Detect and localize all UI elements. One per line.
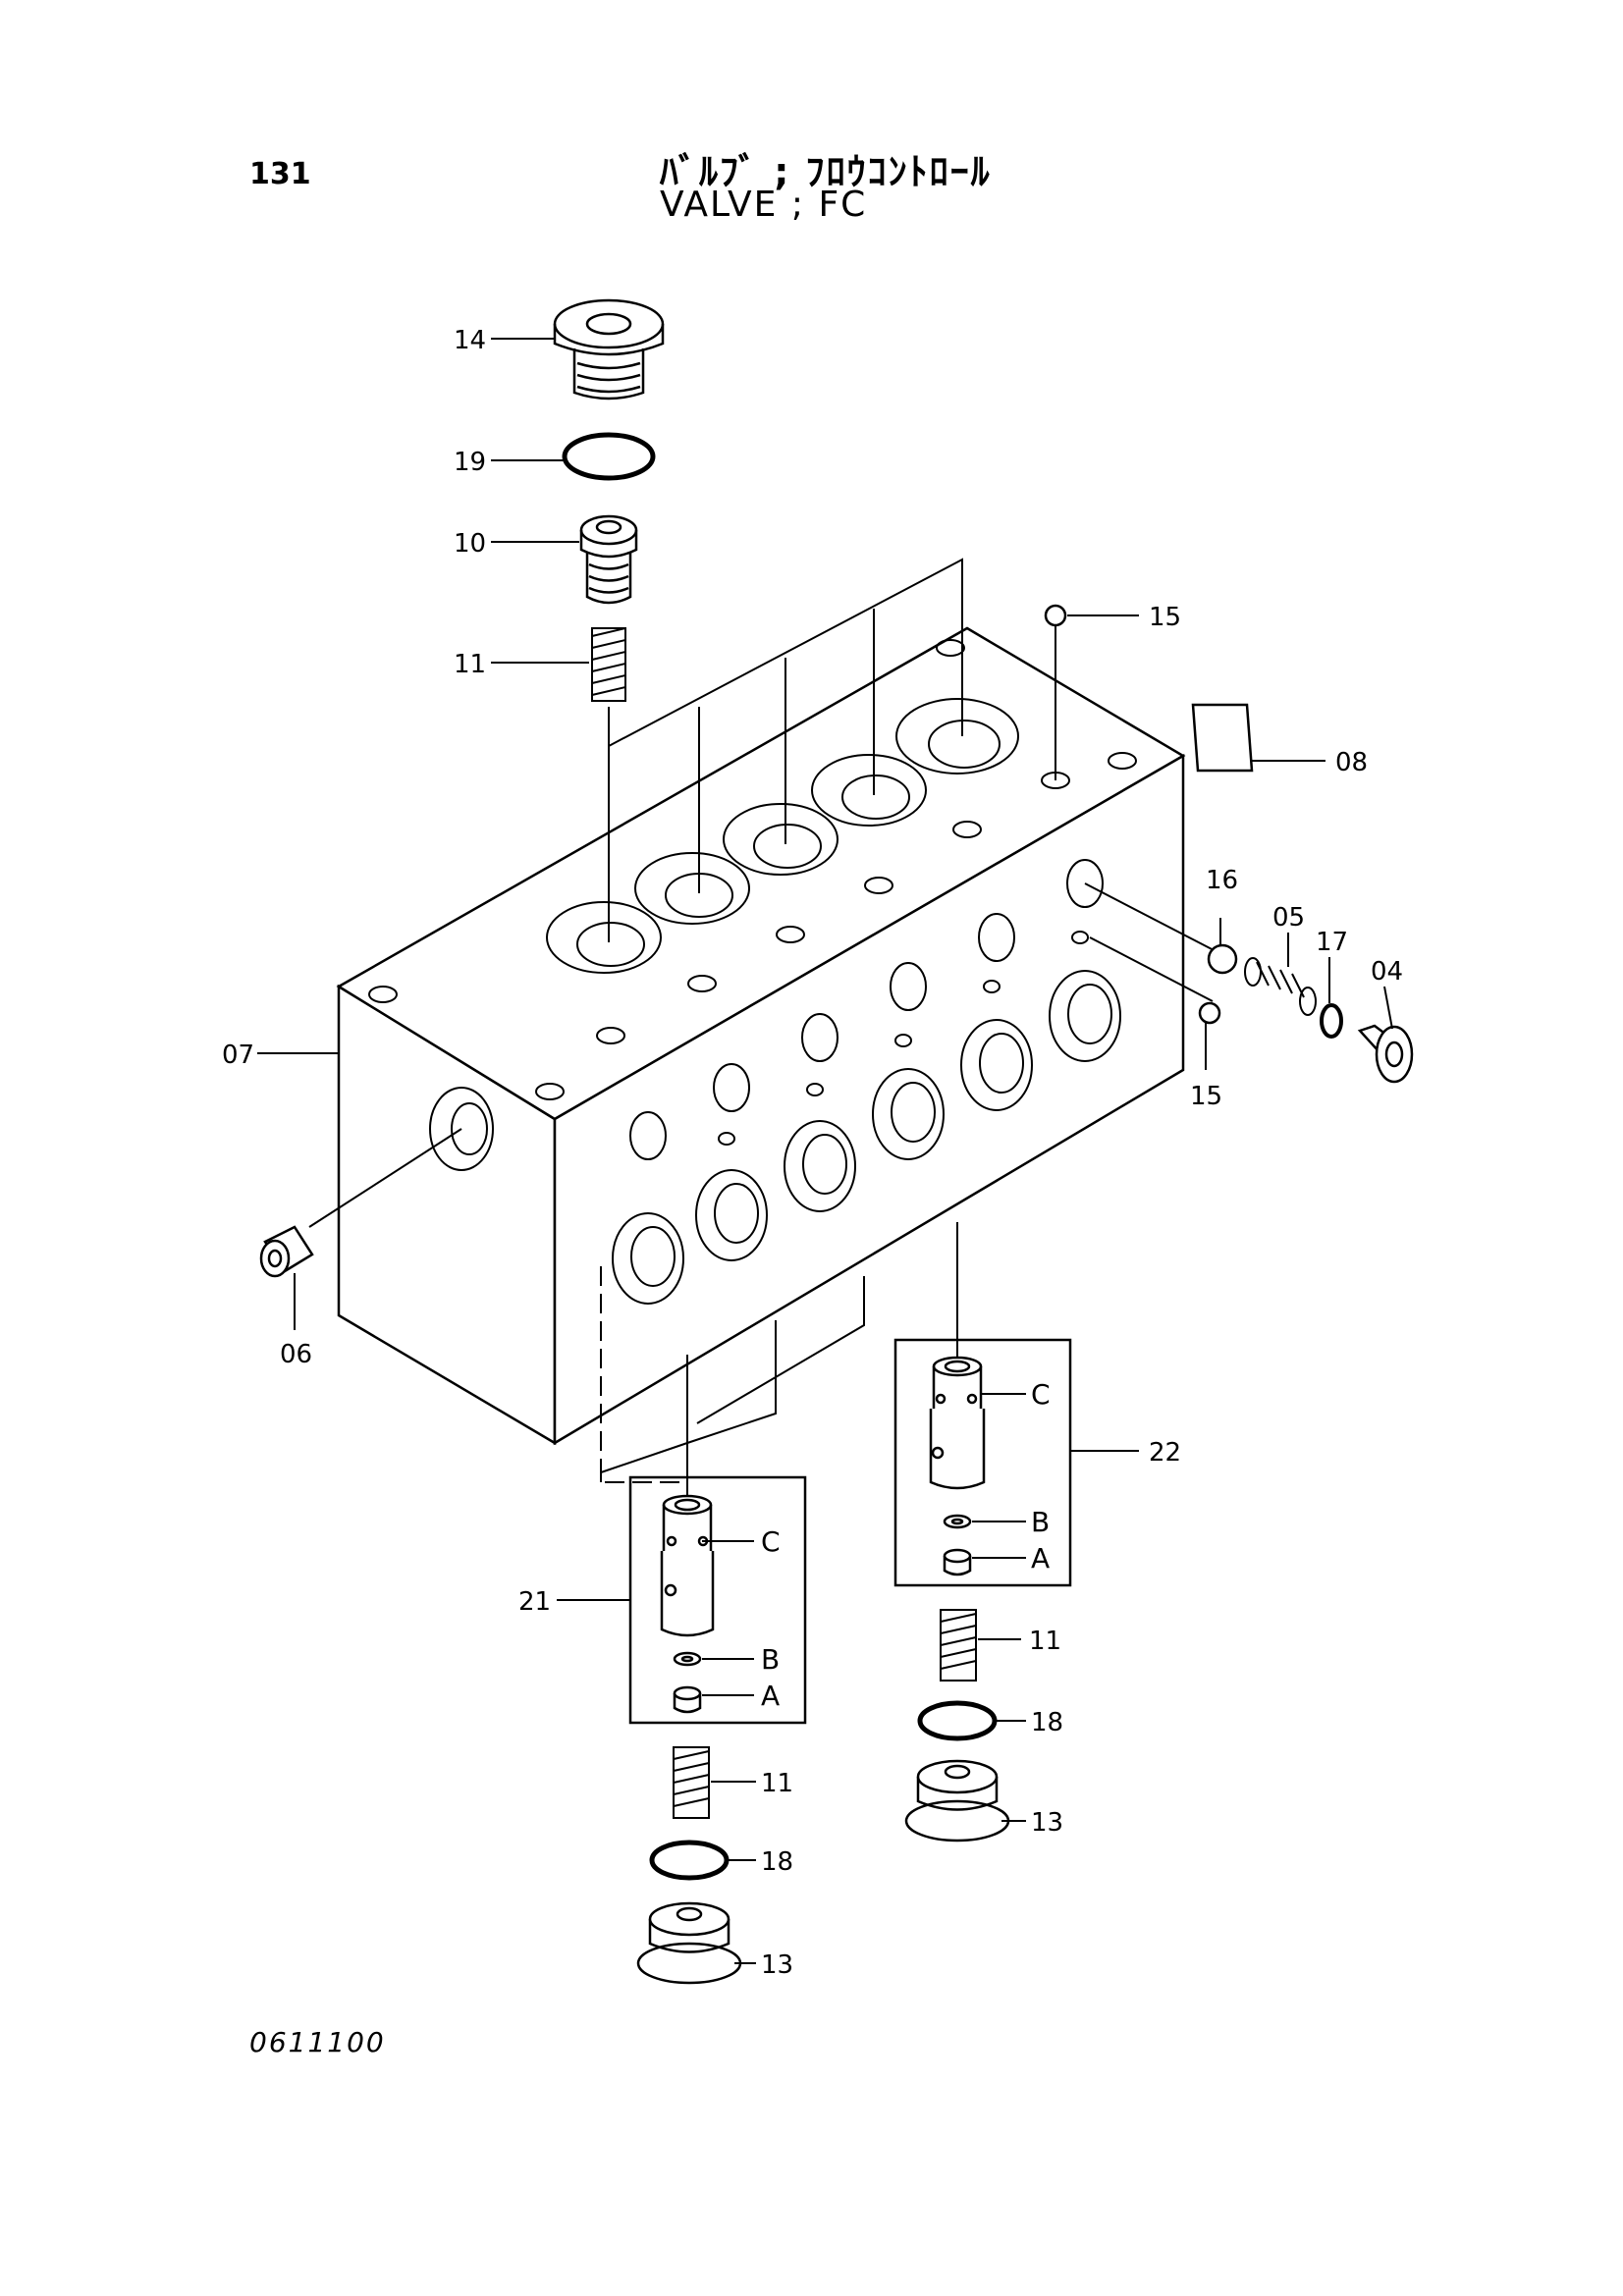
o-ring-19 — [562, 432, 656, 481]
callout-06: 06 — [280, 1340, 312, 1369]
check-ball-15-right — [1198, 1001, 1221, 1025]
title-japanese: ﾊﾞﾙﾌﾞ ; ﾌﾛｳｺﾝﾄﾛｰﾙ — [660, 150, 992, 193]
page-number: 131 — [249, 157, 311, 191]
check-ball-15-top — [1044, 604, 1067, 627]
plug-14 — [553, 298, 665, 400]
plug-04 — [1357, 1024, 1414, 1084]
spring-05 — [1244, 957, 1317, 1016]
o-ring-18-right — [917, 1700, 998, 1741]
callout-18-left: 18 — [761, 1847, 793, 1877]
callout-18-right: 18 — [1031, 1708, 1063, 1737]
callout-08: 08 — [1335, 748, 1368, 777]
callout-11-left: 11 — [761, 1769, 793, 1798]
plug-06 — [259, 1225, 314, 1278]
spring-11-left — [673, 1746, 710, 1819]
subpart-a-left: A — [761, 1680, 780, 1712]
callout-10: 10 — [454, 529, 486, 559]
spring-11-top — [591, 627, 626, 702]
callout-labels: 14 19 10 11 15 08 16 05 17 04 15 07 06 2… — [222, 326, 1403, 1980]
check-ball-16 — [1207, 943, 1238, 975]
callout-21: 21 — [518, 1587, 551, 1617]
callout-17: 17 — [1316, 928, 1348, 957]
assembly-leader-lines — [308, 558, 1218, 1502]
plug-13-right — [904, 1759, 1010, 1842]
callout-14: 14 — [454, 326, 486, 355]
o-ring-17 — [1320, 1003, 1343, 1039]
assembly-box-21 — [628, 1475, 807, 1725]
callout-15-top: 15 — [1149, 603, 1181, 632]
callout-16: 16 — [1206, 866, 1238, 895]
callout-19: 19 — [454, 448, 486, 477]
callout-15-right: 15 — [1190, 1082, 1222, 1111]
callout-13-right: 13 — [1031, 1808, 1063, 1838]
subpart-c-right: C — [1031, 1378, 1051, 1411]
left-port — [429, 1087, 494, 1171]
callout-07: 07 — [222, 1041, 254, 1070]
callout-11-right: 11 — [1029, 1627, 1061, 1656]
callout-05: 05 — [1272, 903, 1305, 933]
plug-13-left — [636, 1901, 742, 1985]
subpart-b-right: B — [1031, 1506, 1050, 1538]
subpart-b-left: B — [761, 1643, 780, 1676]
o-ring-18-left — [649, 1840, 730, 1881]
side-ports — [612, 859, 1121, 1305]
top-ports — [368, 639, 1137, 1100]
spring-11-right — [940, 1609, 977, 1682]
callout-22: 22 — [1149, 1438, 1181, 1468]
nameplate-08 — [1191, 703, 1254, 773]
callout-04: 04 — [1371, 957, 1403, 987]
figure-number: 0611100 — [249, 2026, 386, 2058]
subpart-c-left: C — [761, 1525, 781, 1558]
callout-11-top: 11 — [454, 650, 486, 679]
plug-10 — [579, 514, 638, 605]
assembly-box-22 — [893, 1338, 1072, 1587]
callout-leaders — [257, 338, 1393, 1964]
callout-13-left: 13 — [761, 1950, 793, 1980]
valve-body-block — [336, 626, 1186, 1446]
title-english: VALVE ; FC — [660, 185, 868, 225]
subpart-a-right: A — [1031, 1542, 1050, 1575]
